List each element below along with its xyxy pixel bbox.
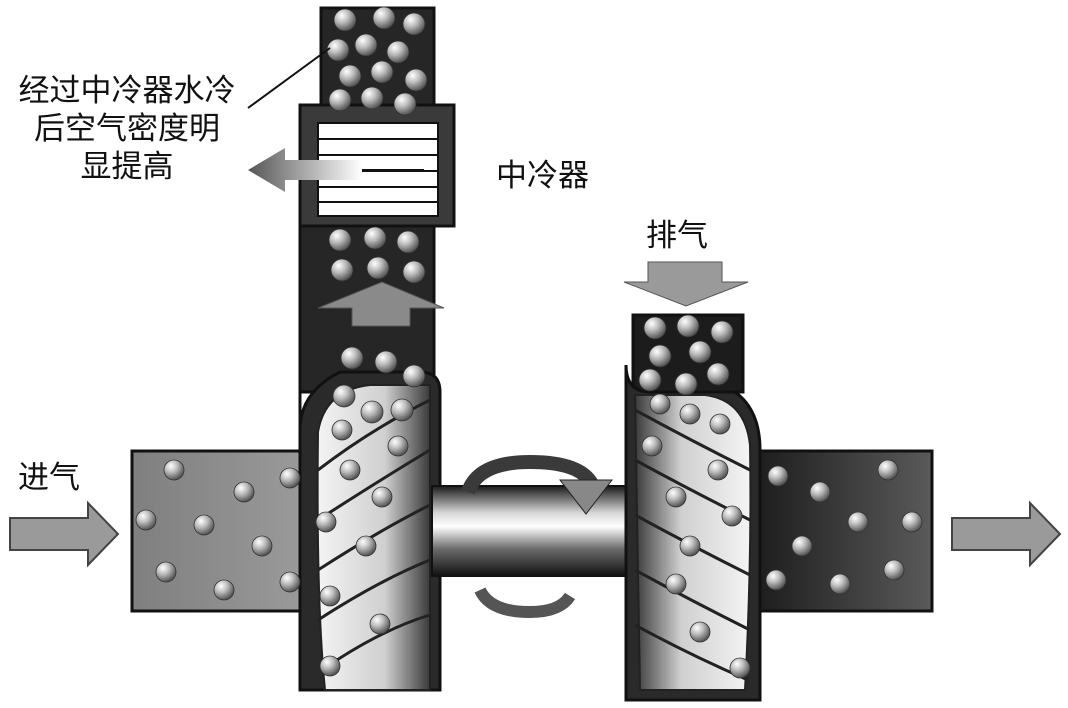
intercooler-note-line: 经过中冷器水冷 [18,73,236,109]
air-particle-icon [354,33,378,57]
air-particle-icon [679,535,701,557]
air-particle-icon [163,459,185,481]
exhaust-label: 排气 [646,218,708,254]
air-particle-icon [251,535,273,557]
air-particle-icon [393,92,417,116]
air-particle-icon [371,486,393,508]
rotation-arrow-icon [461,454,614,619]
air-particles [135,6,923,679]
air-particle-icon [213,579,235,601]
air-particle-icon [665,573,687,595]
air-particle-icon [360,400,384,424]
air-particle-icon [729,657,751,679]
right-arrow-icon [9,500,120,568]
air-particle-icon [707,459,729,481]
air-particle-icon [767,465,789,487]
air-particle-icon [676,314,700,338]
air-particle-icon [665,486,687,508]
air-particle-icon [709,413,731,435]
air-particle-icon [847,511,869,533]
compressor-blades [317,398,431,672]
air-particle-icon [339,459,361,481]
air-particle-icon [340,346,364,370]
intercooler-note-line: 后空气密度明 [34,111,220,147]
air-particle-icon [765,569,787,591]
air-particle-icon [674,372,698,396]
air-particle-icon [360,86,384,110]
air-particle-icon [710,320,734,344]
right-arrow-icon [951,500,1062,568]
air-particle-icon [332,384,356,408]
air-particle-icon [641,435,663,457]
air-particle-icon [648,344,672,368]
air-particle-icon [402,260,426,284]
air-particle-icon [402,364,426,388]
air-particle-icon [883,559,905,581]
intercooler-label: 中冷器 [496,158,589,194]
air-particle-icon [155,561,177,583]
air-particle-icon [328,88,352,112]
air-particle-icon [319,585,341,607]
air-particle-icon [372,6,396,30]
up-arrow-icon [317,281,445,327]
intake-label: 进气 [18,460,80,496]
air-particle-icon [279,571,301,593]
air-particle-icon [404,68,428,92]
air-particle-icon [369,613,391,635]
air-particle-icon [396,230,420,254]
air-particle-icon [901,511,923,533]
air-particle-icon [326,38,350,62]
air-particle-icon [338,64,362,88]
air-particle-icon [689,621,711,643]
air-particle-icon [829,573,851,595]
intercooler-note: 经过中冷器水冷 后空气密度明 显提高 [14,72,240,186]
intercooler-note-line: 显提高 [80,149,174,185]
air-particle-icon [649,393,671,415]
air-particle-icon [809,481,831,503]
air-particle-icon [366,256,390,280]
air-particle-icon [791,535,813,557]
air-particle-icon [333,8,357,32]
callout-leader-line [247,47,331,109]
air-particle-icon [688,340,712,364]
air-particle-icon [386,40,410,64]
air-particle-icon [374,350,398,374]
air-particle-icon [877,459,899,481]
air-particle-icon [679,403,701,425]
air-particle-icon [643,316,667,340]
down-arrow-icon [623,261,749,307]
air-particle-icon [387,435,409,457]
air-particle-icon [319,655,341,677]
air-particle-icon [315,511,337,533]
air-particle-icon [370,60,394,84]
air-particle-icon [279,467,301,489]
air-particle-icon [330,258,354,282]
air-particle-icon [638,368,662,392]
turbo-shaft [431,485,629,577]
air-particle-icon [233,481,255,503]
air-particle-icon [706,362,730,386]
air-particle-icon [331,419,353,441]
air-particle-icon [363,226,387,250]
air-particle-icon [390,398,414,422]
air-particle-icon [355,535,377,557]
air-particle-icon [135,509,157,531]
air-particle-icon [402,12,426,36]
air-particle-icon [328,228,352,252]
air-particle-icon [193,514,215,536]
air-particle-icon [721,505,743,527]
left-arrow-icon [248,148,362,192]
